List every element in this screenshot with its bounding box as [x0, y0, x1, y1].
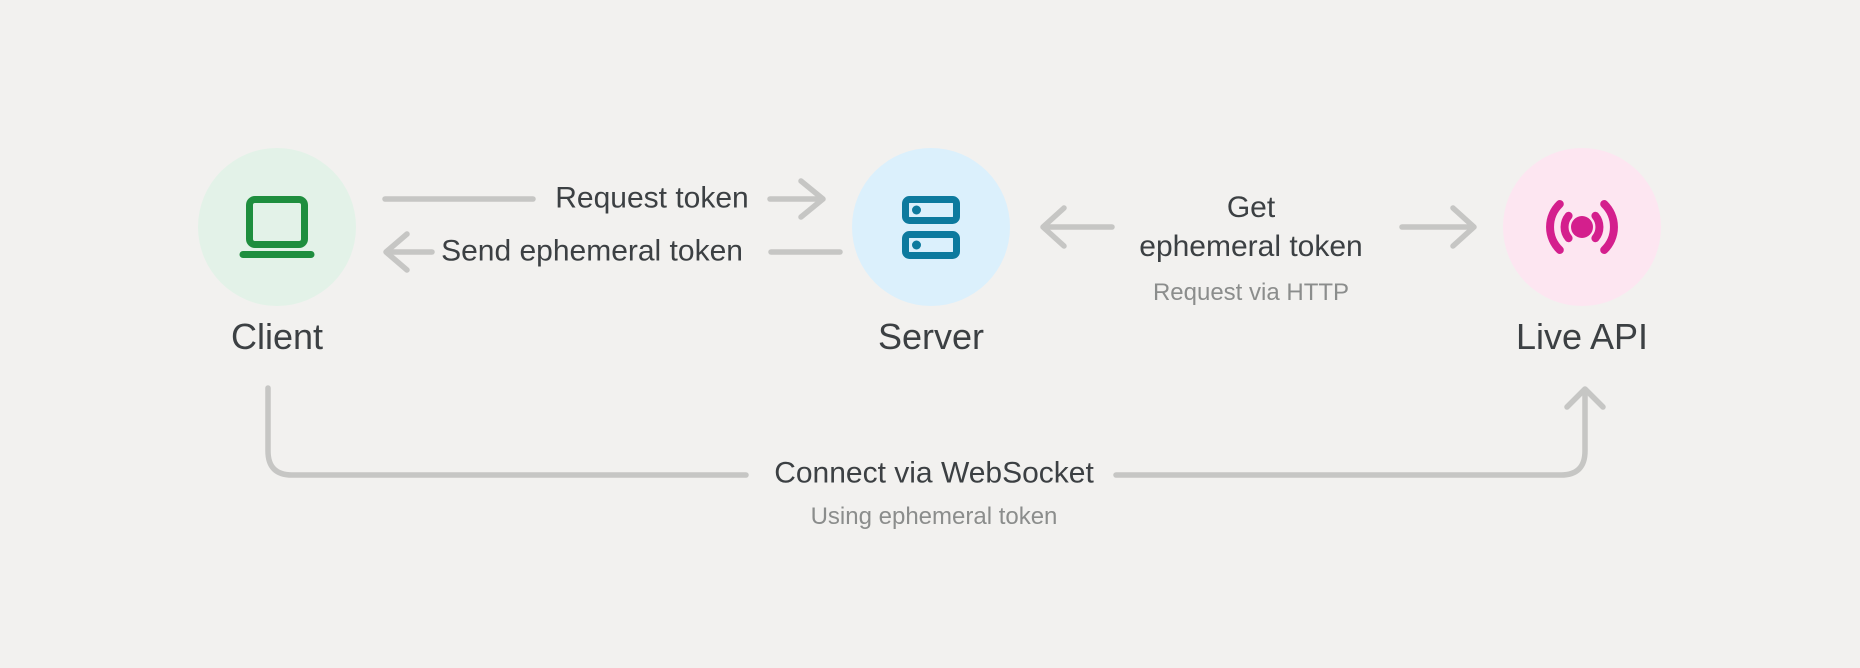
client-node: Client [198, 148, 356, 356]
request-token-arrowhead [798, 178, 826, 220]
live-api-circle [1503, 148, 1661, 306]
get-ephemeral-token-line2: ephemeral token [1139, 230, 1363, 263]
server-circle [852, 148, 1010, 306]
get-ephemeral-token-line1: Get [1226, 191, 1276, 224]
websocket-arrowhead [1564, 386, 1606, 410]
broadcast-icon [1546, 200, 1618, 254]
server-node: Server [852, 148, 1010, 356]
client-label: Client [230, 316, 324, 357]
server-icon [902, 195, 960, 259]
request-token-label: Request token [555, 181, 749, 215]
live-api-label: Live API [1515, 316, 1649, 357]
websocket-line-right [1113, 388, 1588, 478]
websocket-line-left [265, 385, 749, 478]
send-ephemeral-token-label: Send ephemeral token [441, 234, 743, 268]
request-via-http-sublabel: Request via HTTP [1152, 279, 1350, 306]
get-ephemeral-token-label: Get ephemeral token [1139, 188, 1362, 266]
live-api-node: Live API [1503, 148, 1661, 356]
using-ephemeral-token-sublabel: Using ephemeral token [810, 503, 1058, 530]
get-token-arrowhead-right [1450, 205, 1477, 249]
client-circle [198, 148, 356, 306]
connect-websocket-label: Connect via WebSocket [774, 456, 1094, 490]
laptop-icon [239, 195, 315, 258]
server-label: Server [877, 316, 985, 357]
